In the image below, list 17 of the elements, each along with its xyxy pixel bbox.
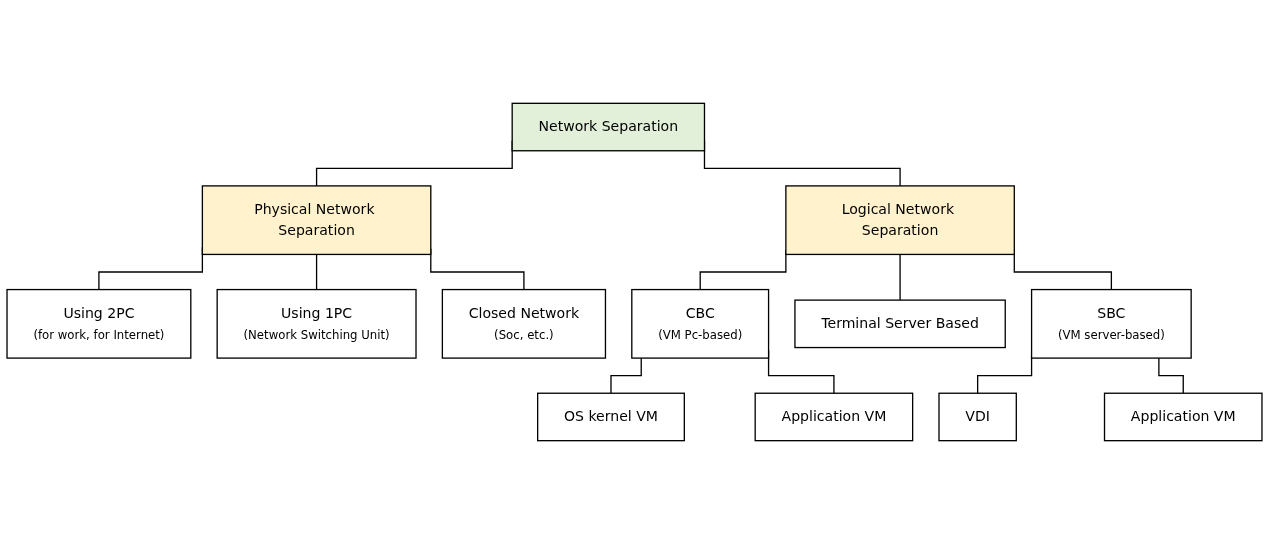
node-box: CBC (VM Pc-based): [631, 288, 770, 359]
node-box: Network Separation: [511, 102, 706, 152]
node-box: Application VM: [754, 392, 914, 442]
node-box: Using 1PC (Network Switching Unit): [216, 288, 417, 359]
connector: [315, 253, 318, 291]
node-box: Logical Network Separation: [785, 185, 1015, 256]
connector: [899, 253, 901, 301]
connector: [610, 357, 642, 394]
node-box: Application VM: [1103, 392, 1263, 442]
node-box: VDI: [938, 392, 1017, 442]
connector: [1158, 357, 1184, 394]
node-box: Closed Network (Soc, etc.): [441, 288, 607, 359]
node-box: Terminal Server Based: [794, 299, 1006, 349]
node-box: Using 2PC (for work, for Internet): [6, 288, 192, 359]
node-box: OS kernel VM: [537, 392, 685, 442]
node-box: Physical Network Separation: [201, 185, 432, 256]
node-box: SBC (VM server-based): [1030, 288, 1192, 359]
